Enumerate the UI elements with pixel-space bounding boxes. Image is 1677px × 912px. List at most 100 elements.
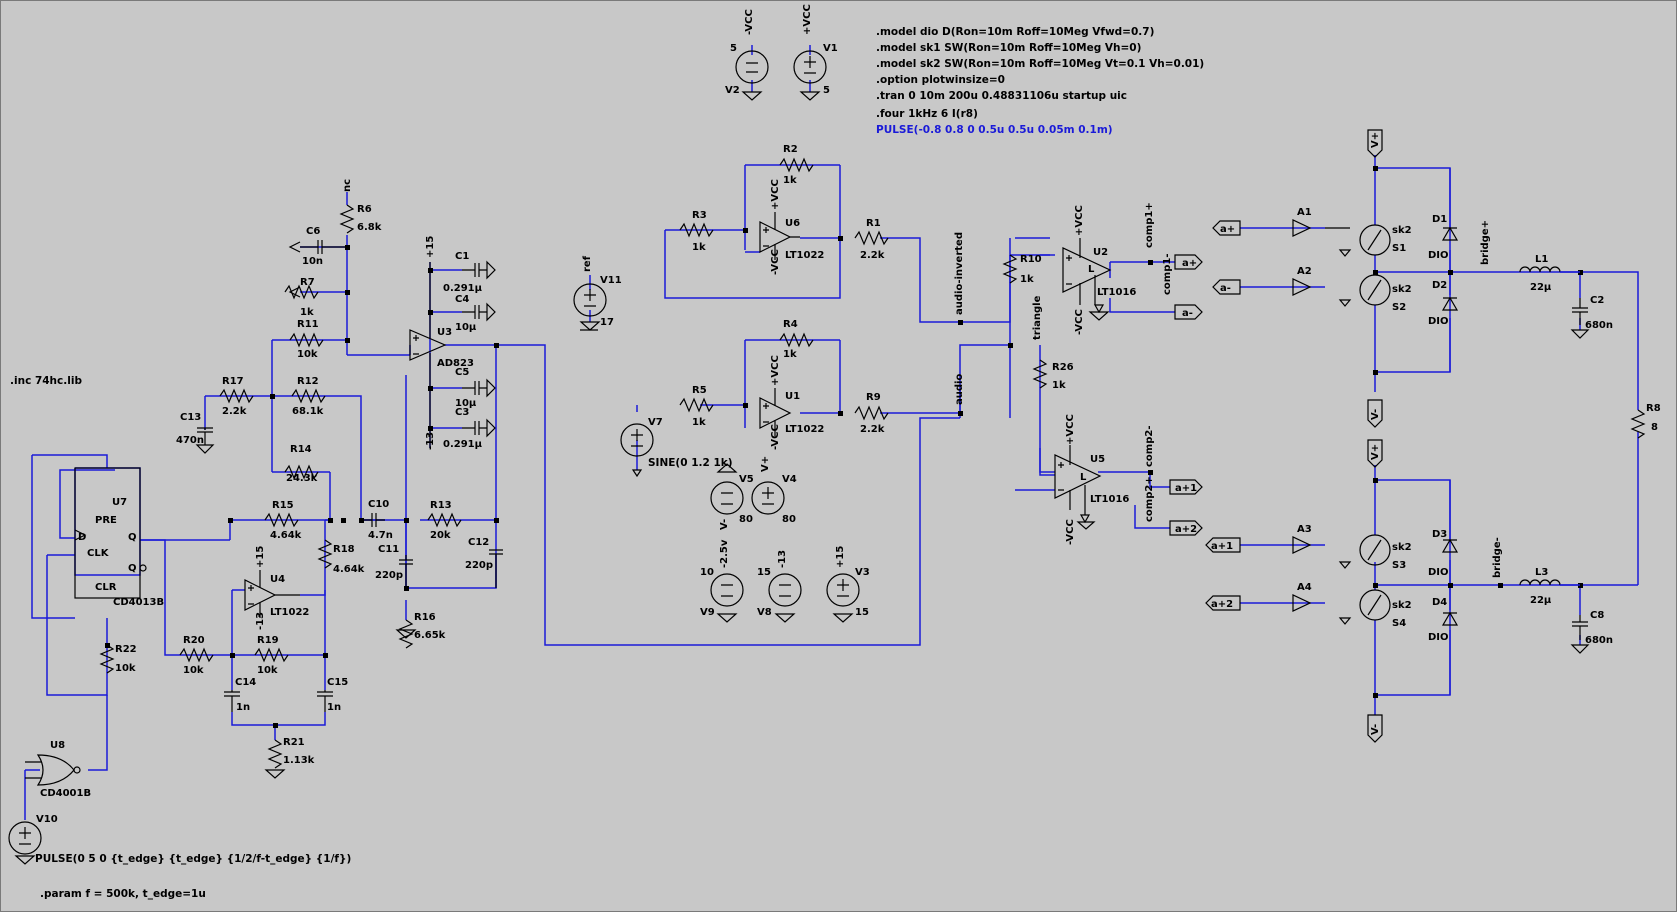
voltage-source-v3[interactable]: +15 V3 15	[826, 546, 870, 623]
opamp-u6[interactable]: U6 LT1022 +VCC -VCC	[759, 179, 824, 275]
value-r20: 10k	[183, 665, 204, 676]
directive-inc[interactable]: .inc 74hc.lib	[10, 375, 82, 387]
resistor-r9[interactable]	[854, 405, 889, 421]
resistor-r3[interactable]	[679, 222, 714, 238]
opamp-u4[interactable]: U4 LT1022 +15 -13	[244, 546, 309, 630]
label-s1: S1	[1392, 243, 1406, 254]
capacitor-c3[interactable]	[462, 421, 487, 435]
capacitor-c2[interactable]	[1572, 298, 1588, 325]
resistor-r19[interactable]	[254, 647, 289, 663]
voltage-source-v1[interactable]: +VCC V1 5	[793, 4, 838, 101]
flipflop-u7[interactable]: U7 PRE D Q CLK Q CLR CD4013B	[74, 467, 164, 608]
directive-param[interactable]: .param f = 500k, t_edge=1u	[40, 888, 206, 900]
diode-d3[interactable]: D3 DIO	[1428, 529, 1459, 578]
resistor-r26[interactable]	[1032, 359, 1048, 389]
capacitor-c14[interactable]	[224, 690, 240, 712]
directive-option[interactable]: .option plotwinsize=0	[876, 74, 1005, 86]
capacitor-c10[interactable]	[361, 513, 385, 527]
resistor-r7[interactable]	[284, 284, 319, 300]
switch-s4[interactable]: sk2 S4	[1338, 589, 1412, 629]
resistor-r21[interactable]	[267, 739, 283, 769]
capacitor-labels: C6 10n C1 0.291µ C4 10µ C5 10µ C3 0.291µ…	[176, 226, 1613, 713]
pulse-source-text[interactable]: PULSE(-0.8 0.8 0 0.5u 0.5u 0.05m 0.1m)	[876, 124, 1113, 136]
opamp-u1[interactable]: U1 LT1022 +VCC -VCC	[759, 355, 824, 450]
directive-model-sk2[interactable]: .model sk2 SW(Ron=10m Roff=10Meg Vt=0.1 …	[876, 58, 1204, 70]
port-a-plus: a+	[1182, 258, 1197, 269]
resistor-r18[interactable]	[317, 539, 333, 569]
voltage-source-v9[interactable]: -2.5v 10 V9	[700, 539, 744, 623]
resistor-r22[interactable]	[99, 644, 115, 674]
h-bridge-switches: sk2 S1 sk2 S2 sk2 S3 sk2 S4 A1 A2	[1292, 207, 1412, 629]
resistor-r15[interactable]	[264, 512, 299, 528]
net-label-comp2m: comp2-	[1144, 426, 1155, 467]
v10-pulse-text[interactable]: PULSE(0 5 0 {t_edge} {t_edge} {1/2/f-t_e…	[35, 853, 351, 865]
voltage-source-v10[interactable]: V10	[8, 814, 58, 865]
comparator-u5[interactable]: U5 LT1016 L +VCC -VCC	[1054, 414, 1129, 545]
capacitor-c13[interactable]	[197, 427, 213, 445]
resistor-r5[interactable]	[679, 397, 714, 413]
inductor-l3[interactable]	[1519, 579, 1561, 586]
buffer-a3[interactable]	[1292, 536, 1312, 554]
switch-s3[interactable]: sk2 S3	[1338, 534, 1412, 571]
directive-four[interactable]: .four 1kHz 6 I(r8)	[876, 108, 978, 120]
resistor-r14[interactable]	[284, 464, 319, 480]
voltage-source-v2[interactable]: -VCC 5 V2	[725, 9, 769, 101]
resistor-r16[interactable]	[398, 619, 414, 649]
voltage-source-v4[interactable]: V+ V4 80	[751, 456, 797, 525]
resistor-r11[interactable]	[289, 332, 324, 348]
capacitor-c6[interactable]	[300, 240, 347, 254]
resistor-r6[interactable]	[339, 204, 355, 234]
buffer-a4[interactable]	[1292, 594, 1312, 612]
resistor-r2[interactable]	[779, 157, 814, 173]
directive-tran[interactable]: .tran 0 10m 200u 0.48831106u startup uic	[876, 90, 1127, 102]
capacitor-c5[interactable]	[462, 381, 487, 395]
diode-d2[interactable]: D2 DIO	[1428, 280, 1459, 327]
capacitor-c1[interactable]	[462, 263, 487, 277]
resistor-r4[interactable]	[779, 332, 814, 348]
capacitor-c4[interactable]	[462, 305, 487, 319]
nor-gate-u8[interactable]: U8 CD4001B	[25, 740, 91, 799]
value-c5: 10µ	[455, 398, 477, 409]
label-r22: R22	[115, 644, 137, 655]
directive-model-sk1[interactable]: .model sk1 SW(Ron=10m Roff=10Meg Vh=0)	[876, 42, 1141, 54]
switch-s2[interactable]: sk2 S2	[1338, 274, 1412, 313]
label-r19: R19	[257, 635, 279, 646]
directive-model-dio[interactable]: .model dio D(Ron=10m Roff=10Meg Vfwd=0.7…	[876, 26, 1154, 38]
voltage-source-v8[interactable]: -13 15 V8	[757, 550, 802, 623]
label-s3: S3	[1392, 560, 1406, 571]
capacitor-c11[interactable]	[399, 555, 413, 588]
switch-s1[interactable]: sk2 S1	[1325, 224, 1412, 257]
label-c12: C12	[468, 537, 489, 548]
resistor-r10-body[interactable]	[1002, 254, 1018, 284]
voltage-source-v5[interactable]: V- V5 80	[710, 463, 754, 530]
net-label-mvcc: -VCC	[744, 9, 755, 35]
diode-d4[interactable]: D4 DIO	[1428, 597, 1459, 643]
resistor-r8[interactable]	[1630, 409, 1646, 439]
resistor-r1[interactable]	[854, 230, 889, 246]
value-l3: 22µ	[1530, 595, 1552, 606]
label-u6: U6	[785, 218, 800, 229]
label-r8: R8	[1646, 403, 1661, 414]
v7-sine-text[interactable]: SINE(0 1.2 1k)	[648, 457, 733, 469]
voltage-source-v11[interactable]: ref V11 17	[573, 255, 622, 331]
v3-value: 15	[855, 607, 869, 618]
label-r20: R20	[183, 635, 205, 646]
inductor-l1[interactable]	[1519, 266, 1561, 273]
diode-d1[interactable]: D1 DIO	[1428, 214, 1459, 261]
capacitor-c15[interactable]	[317, 690, 333, 712]
buffer-a2[interactable]	[1292, 278, 1312, 296]
resistor-r20[interactable]	[179, 647, 214, 663]
resistor-r13[interactable]	[427, 512, 462, 528]
value-c4: 10µ	[455, 322, 477, 333]
resistor-r12[interactable]	[291, 388, 326, 404]
voltage-source-v7[interactable]: V7	[620, 417, 663, 457]
opamp-u3[interactable]: U3 AD823 +15 -13	[409, 236, 474, 450]
buffer-a1[interactable]	[1292, 219, 1312, 237]
resistor-r17[interactable]	[219, 388, 254, 404]
capacitor-c12[interactable]	[489, 549, 503, 588]
comparator-u2[interactable]: U2 LT1016 L +VCC -VCC	[1062, 205, 1136, 335]
capacitor-c8[interactable]	[1572, 615, 1588, 640]
